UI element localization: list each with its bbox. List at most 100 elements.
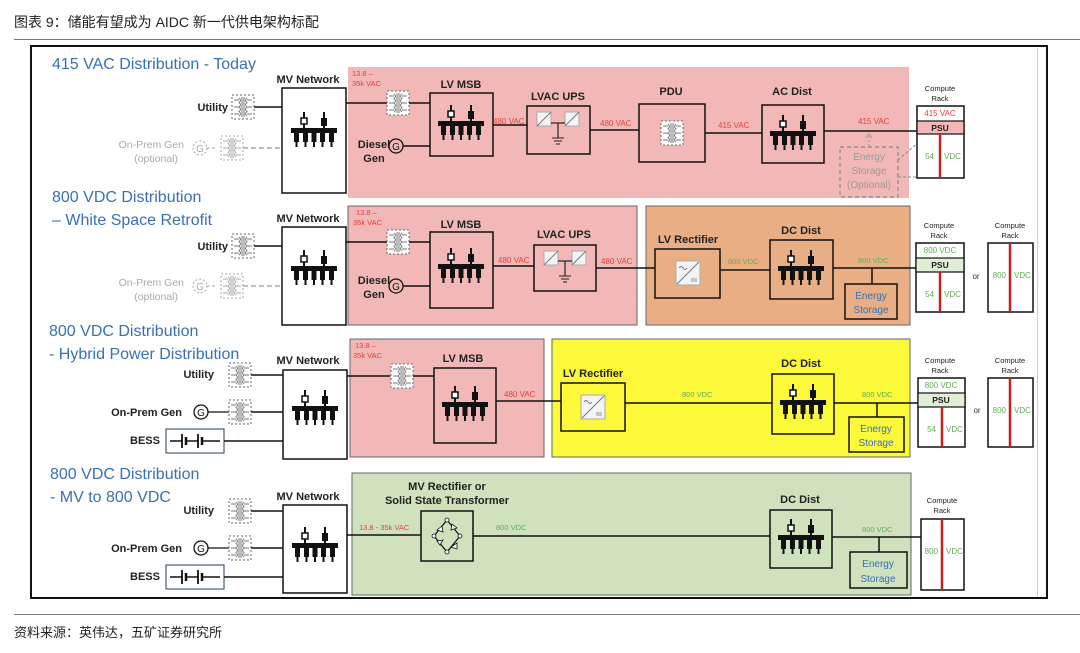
section-title: 800 VDC Distribution xyxy=(52,189,201,206)
svg-text:800 VDC: 800 VDC xyxy=(496,523,527,532)
top-rule xyxy=(14,39,1080,40)
svg-text:VDC: VDC xyxy=(946,425,963,434)
compute-rack-psu: Compute Rack 800 VDC PSU 54 VDC xyxy=(917,356,966,448)
svg-text:VDC: VDC xyxy=(1014,406,1031,415)
svg-text:Utility: Utility xyxy=(183,505,214,517)
svg-text:Rack: Rack xyxy=(930,231,947,240)
svg-text:BESS: BESS xyxy=(130,571,160,583)
svg-text:Compute: Compute xyxy=(924,221,954,230)
lv-rectifier-label: LV Rectifier xyxy=(658,234,719,246)
svg-text:Gen: Gen xyxy=(363,289,385,301)
svg-text:Rack: Rack xyxy=(933,506,950,515)
transformer-icon xyxy=(231,233,255,259)
svg-text:On-Prem Gen: On-Prem Gen xyxy=(111,407,182,419)
section-title: 415 VAC Distribution - Today xyxy=(52,56,256,73)
bottom-rule xyxy=(14,614,1080,615)
figure-title: 图表 9：储能有望成为 AIDC 新一代供电架构标配 xyxy=(14,14,319,30)
svg-text:Rack: Rack xyxy=(931,94,948,103)
diode-bridge-icon xyxy=(431,517,463,555)
svg-text:800 VDC: 800 VDC xyxy=(728,257,759,266)
svg-text:Rack: Rack xyxy=(931,366,948,375)
svg-text:13.8 - 35k VAC: 13.8 - 35k VAC xyxy=(359,523,410,532)
svg-text:800: 800 xyxy=(993,406,1007,415)
transformer-icon xyxy=(220,135,244,161)
mv-rectifier-label: MV Rectifier or xyxy=(408,481,486,493)
transformer-icon xyxy=(228,535,252,561)
svg-text:480 VAC: 480 VAC xyxy=(504,390,536,399)
compute-rack-direct: Compute Rack 800 VDC xyxy=(987,221,1034,313)
svg-text:800: 800 xyxy=(993,271,1007,280)
svg-text:800 VDC: 800 VDC xyxy=(682,390,713,399)
svg-text:VDC: VDC xyxy=(946,547,963,556)
utility-label: Utility xyxy=(197,102,228,114)
dc-dist-label: DC Dist xyxy=(781,225,821,237)
transformer-icon xyxy=(220,273,244,299)
lv-msb-label: LV MSB xyxy=(441,79,482,91)
ac-dist-label: AC Dist xyxy=(772,86,812,98)
svg-text:Rack: Rack xyxy=(1001,366,1018,375)
svg-text:480 VAC: 480 VAC xyxy=(493,117,525,126)
section-subtitle: – White Space Retrofit xyxy=(52,212,213,229)
svg-text:800 VDC: 800 VDC xyxy=(862,525,893,534)
battery-icon xyxy=(164,563,226,591)
section-title: 800 VDC Distribution xyxy=(49,323,198,340)
svg-text:Energy: Energy xyxy=(862,559,894,570)
frame-inner-line xyxy=(1037,48,1038,596)
svg-text:Utility: Utility xyxy=(183,369,214,381)
svg-text:Gen: Gen xyxy=(363,153,385,165)
svg-text:DC Dist: DC Dist xyxy=(781,358,821,370)
ups-icon xyxy=(543,250,587,283)
energy-storage-optional-box xyxy=(839,146,899,198)
svg-text:800 VDC: 800 VDC xyxy=(858,256,889,265)
svg-text:Utility: Utility xyxy=(197,241,228,253)
svg-text:13.8 –: 13.8 – xyxy=(352,69,374,78)
section-800vdc-white-space-retrofit: 800 VDC Distribution – White Space Retro… xyxy=(52,189,1034,326)
svg-text:800 VDC: 800 VDC xyxy=(925,381,958,390)
svg-text:LVAC UPS: LVAC UPS xyxy=(537,229,591,241)
svg-text:G: G xyxy=(197,544,205,555)
mv-network-label: MV Network xyxy=(277,74,341,86)
compute-rack-direct: Compute Rack 800 VDC xyxy=(920,496,965,591)
svg-text:800 VDC: 800 VDC xyxy=(924,246,957,255)
section-subtitle: - MV to 800 VDC xyxy=(50,489,171,506)
compute-rack-direct: Compute Rack 800 VDC xyxy=(987,356,1034,448)
svg-text:Storage: Storage xyxy=(851,166,886,177)
svg-text:Compute: Compute xyxy=(925,84,955,93)
svg-text:800 VDC: 800 VDC xyxy=(862,390,893,399)
transformer-icon xyxy=(228,399,252,425)
svg-text:13.8 –: 13.8 – xyxy=(356,208,378,217)
transformer-icon xyxy=(228,362,252,388)
svg-text:Diesel: Diesel xyxy=(358,275,390,287)
svg-text:54: 54 xyxy=(925,290,934,299)
or-label: or xyxy=(973,406,980,415)
svg-text:415 VAC: 415 VAC xyxy=(858,117,890,126)
svg-text:PSU: PSU xyxy=(931,123,948,133)
svg-text:(Optional): (Optional) xyxy=(847,180,891,191)
svg-text:Rack: Rack xyxy=(1001,231,1018,240)
svg-text:Diesel: Diesel xyxy=(358,139,390,151)
svg-text:Storage: Storage xyxy=(858,438,893,449)
svg-text:VDC: VDC xyxy=(944,152,961,161)
transformer-icon xyxy=(386,90,410,116)
svg-text:415 VAC: 415 VAC xyxy=(924,109,956,118)
svg-text:35k VAC: 35k VAC xyxy=(353,351,383,360)
compute-rack: Compute Rack 415 VAC PSU 54 VDC xyxy=(916,84,965,179)
svg-text:Compute: Compute xyxy=(927,496,957,505)
svg-text:G: G xyxy=(392,142,400,153)
section-subtitle: - Hybrid Power Distribution xyxy=(49,346,239,363)
svg-text:Compute: Compute xyxy=(995,356,1025,365)
svg-text:LV MSB: LV MSB xyxy=(443,353,484,365)
rectifier-icon xyxy=(675,260,701,286)
svg-text:480 VAC: 480 VAC xyxy=(498,256,530,265)
on-prem-gen-label: On-Prem Gen xyxy=(119,139,185,151)
svg-text:480 VAC: 480 VAC xyxy=(601,257,633,266)
svg-text:LV MSB: LV MSB xyxy=(441,219,482,231)
svg-text:Compute: Compute xyxy=(925,356,955,365)
ups-icon xyxy=(536,111,580,145)
svg-text:35k VAC: 35k VAC xyxy=(352,79,382,88)
svg-text:Storage: Storage xyxy=(860,574,895,585)
svg-text:54: 54 xyxy=(927,425,936,434)
svg-text:MV Network: MV Network xyxy=(277,491,341,503)
svg-text:PSU: PSU xyxy=(931,260,948,270)
